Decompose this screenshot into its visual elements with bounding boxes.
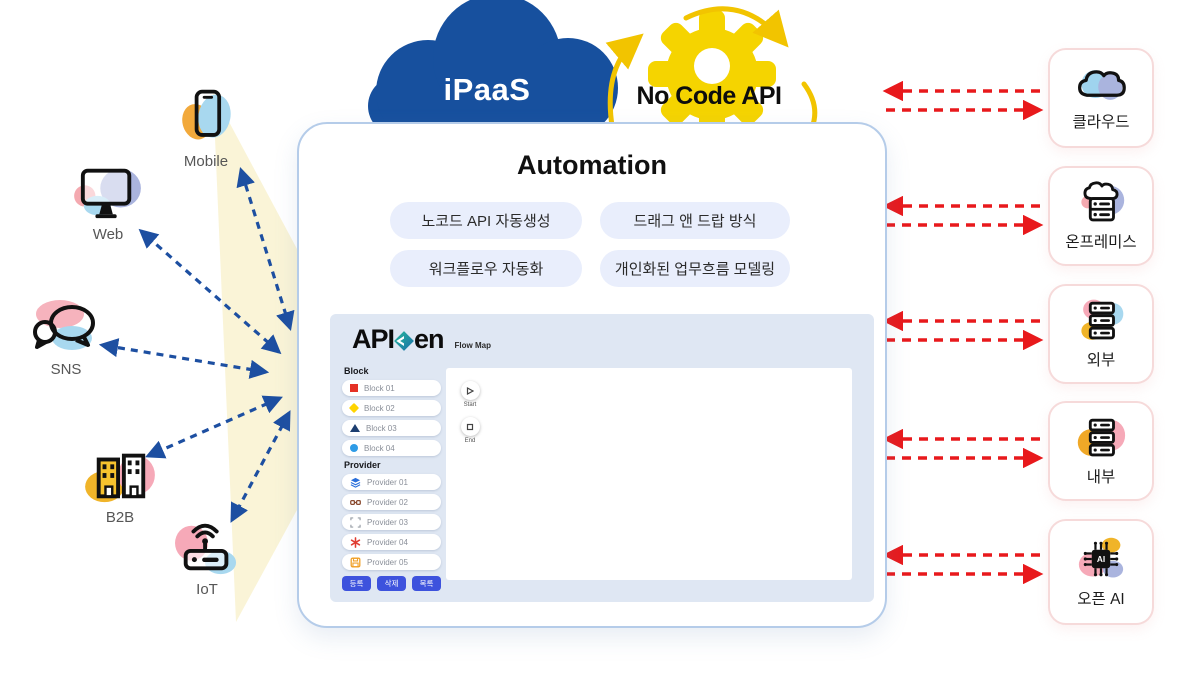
block-item-label: Block 04: [364, 443, 395, 453]
block-section-label: Block: [344, 366, 369, 376]
apigen-sidebar: Block Block 01 Block 02 Block 03 Block 0…: [342, 364, 441, 591]
play-icon: [466, 386, 474, 395]
blue-circle-icon: [350, 444, 358, 452]
yellow-diamond-icon: [348, 402, 360, 414]
provider-item[interactable]: Provider 03: [342, 514, 441, 530]
block-item[interactable]: Block 04: [342, 440, 441, 456]
block-item-label: Block 03: [366, 423, 397, 433]
right-card-external: 외부: [1048, 284, 1154, 384]
block-item[interactable]: Block 02: [342, 400, 441, 416]
ai-chip-icon: AI: [1078, 537, 1124, 578]
provider-item[interactable]: Provider 05: [342, 554, 441, 570]
server-stack-icon: [1081, 299, 1124, 340]
left-node-label: B2B: [105, 509, 135, 526]
monitor-icon: [74, 168, 141, 219]
right-card-label: 내부: [1086, 469, 1116, 486]
red-square-icon: [350, 384, 358, 392]
right-card-label: 온프레미스: [1065, 234, 1137, 251]
left-node-b2b: B2B: [70, 444, 170, 526]
left-node-mobile: Mobile: [166, 86, 246, 170]
buildings-icon: [85, 453, 155, 503]
right-card-openai: AI 오픈 AI: [1048, 519, 1154, 625]
list-button[interactable]: 목록: [412, 576, 441, 591]
feature-chip-drag-drop: 드래그 앤 드랍 방식: [600, 202, 790, 239]
right-card-onpremise: 온프레미스: [1048, 166, 1154, 266]
apigen-diamond-icon: [394, 330, 414, 351]
svg-text:AI: AI: [1097, 554, 1105, 564]
save-icon: [350, 557, 361, 567]
left-node-label: IoT: [196, 581, 218, 598]
blue-arrow-b2b: [145, 395, 283, 459]
no-code-api-label: No Code API: [636, 82, 782, 110]
flow-node-start[interactable]: Start: [450, 381, 490, 408]
feature-chip-workflow: 워크플로우 자동화: [390, 250, 582, 287]
navy-triangle-icon: [350, 424, 360, 432]
delete-button[interactable]: 삭제: [377, 576, 406, 591]
left-node-label: SNS: [50, 361, 82, 378]
flow-map-label: Flow Map: [454, 341, 491, 350]
flow-node-label: Start: [463, 402, 477, 408]
blue-arrow-web: [138, 228, 282, 355]
right-card-internal: 내부: [1048, 401, 1154, 501]
left-node-label: Mobile: [183, 153, 229, 170]
block-item[interactable]: Block 03: [342, 420, 441, 436]
left-node-iot: IoT: [160, 516, 254, 598]
provider-item[interactable]: Provider 02: [342, 494, 441, 510]
right-card-cloud: 클라우드: [1048, 48, 1154, 148]
feature-chip-nocode-api: 노코드 API 자동생성: [390, 202, 582, 239]
apigen-app-window: API en Flow Map Block Block 01 Block 02: [330, 314, 874, 602]
ipaas-label: iPaaS: [443, 72, 531, 107]
block-item[interactable]: Block 01: [342, 380, 441, 396]
flow-node-label: End: [464, 438, 476, 444]
smartphone-icon: [182, 89, 231, 140]
provider-item-label: Provider 04: [367, 537, 408, 547]
sidebar-buttons: 등록 삭제 목록: [342, 576, 441, 591]
layers-icon: [350, 477, 361, 488]
apigen-logo: API en Flow Map: [352, 324, 491, 355]
right-card-label: 오픈 AI: [1077, 591, 1125, 608]
provider-section-label: Provider: [344, 460, 381, 470]
cloud-icon: [1078, 70, 1126, 100]
provider-item-label: Provider 05: [367, 557, 408, 567]
blue-arrow-sns: [98, 338, 270, 379]
provider-item-label: Provider 02: [367, 497, 408, 507]
router-icon: [175, 523, 237, 575]
feature-chip-personalized: 개인화된 업무흐름 모델링: [600, 250, 790, 287]
right-card-label: 클라우드: [1072, 114, 1130, 131]
provider-item[interactable]: Provider 04: [342, 534, 441, 550]
provider-item-label: Provider 01: [367, 477, 408, 487]
link-icon: [350, 499, 361, 505]
left-node-web: Web: [58, 163, 158, 243]
left-node-sns: SNS: [18, 296, 114, 378]
block-item-label: Block 01: [364, 383, 395, 393]
block-item-label: Block 02: [364, 403, 395, 413]
server-stack-icon: [1077, 418, 1126, 457]
flow-node-end[interactable]: End: [450, 417, 490, 444]
provider-item[interactable]: Provider 01: [342, 474, 441, 490]
apigen-logo-text: API: [352, 324, 395, 354]
automation-panel: Automation 노코드 API 자동생성 드래그 앤 드랍 방식 워크플로…: [297, 122, 887, 628]
right-card-label: 외부: [1086, 352, 1116, 369]
stop-icon: [466, 423, 474, 430]
flow-map-canvas[interactable]: Start End: [446, 368, 852, 580]
gear-shape: [648, 10, 776, 138]
asterisk-icon: [350, 536, 361, 548]
brackets-icon: [350, 516, 361, 528]
left-node-label: Web: [92, 226, 124, 243]
register-button[interactable]: 등록: [342, 576, 371, 591]
chat-bubbles-icon: [33, 300, 95, 350]
cloud-server-icon: [1081, 181, 1125, 222]
apigen-logo-text: en: [414, 324, 444, 354]
panel-title: Automation: [517, 150, 667, 180]
provider-item-label: Provider 03: [367, 517, 408, 527]
